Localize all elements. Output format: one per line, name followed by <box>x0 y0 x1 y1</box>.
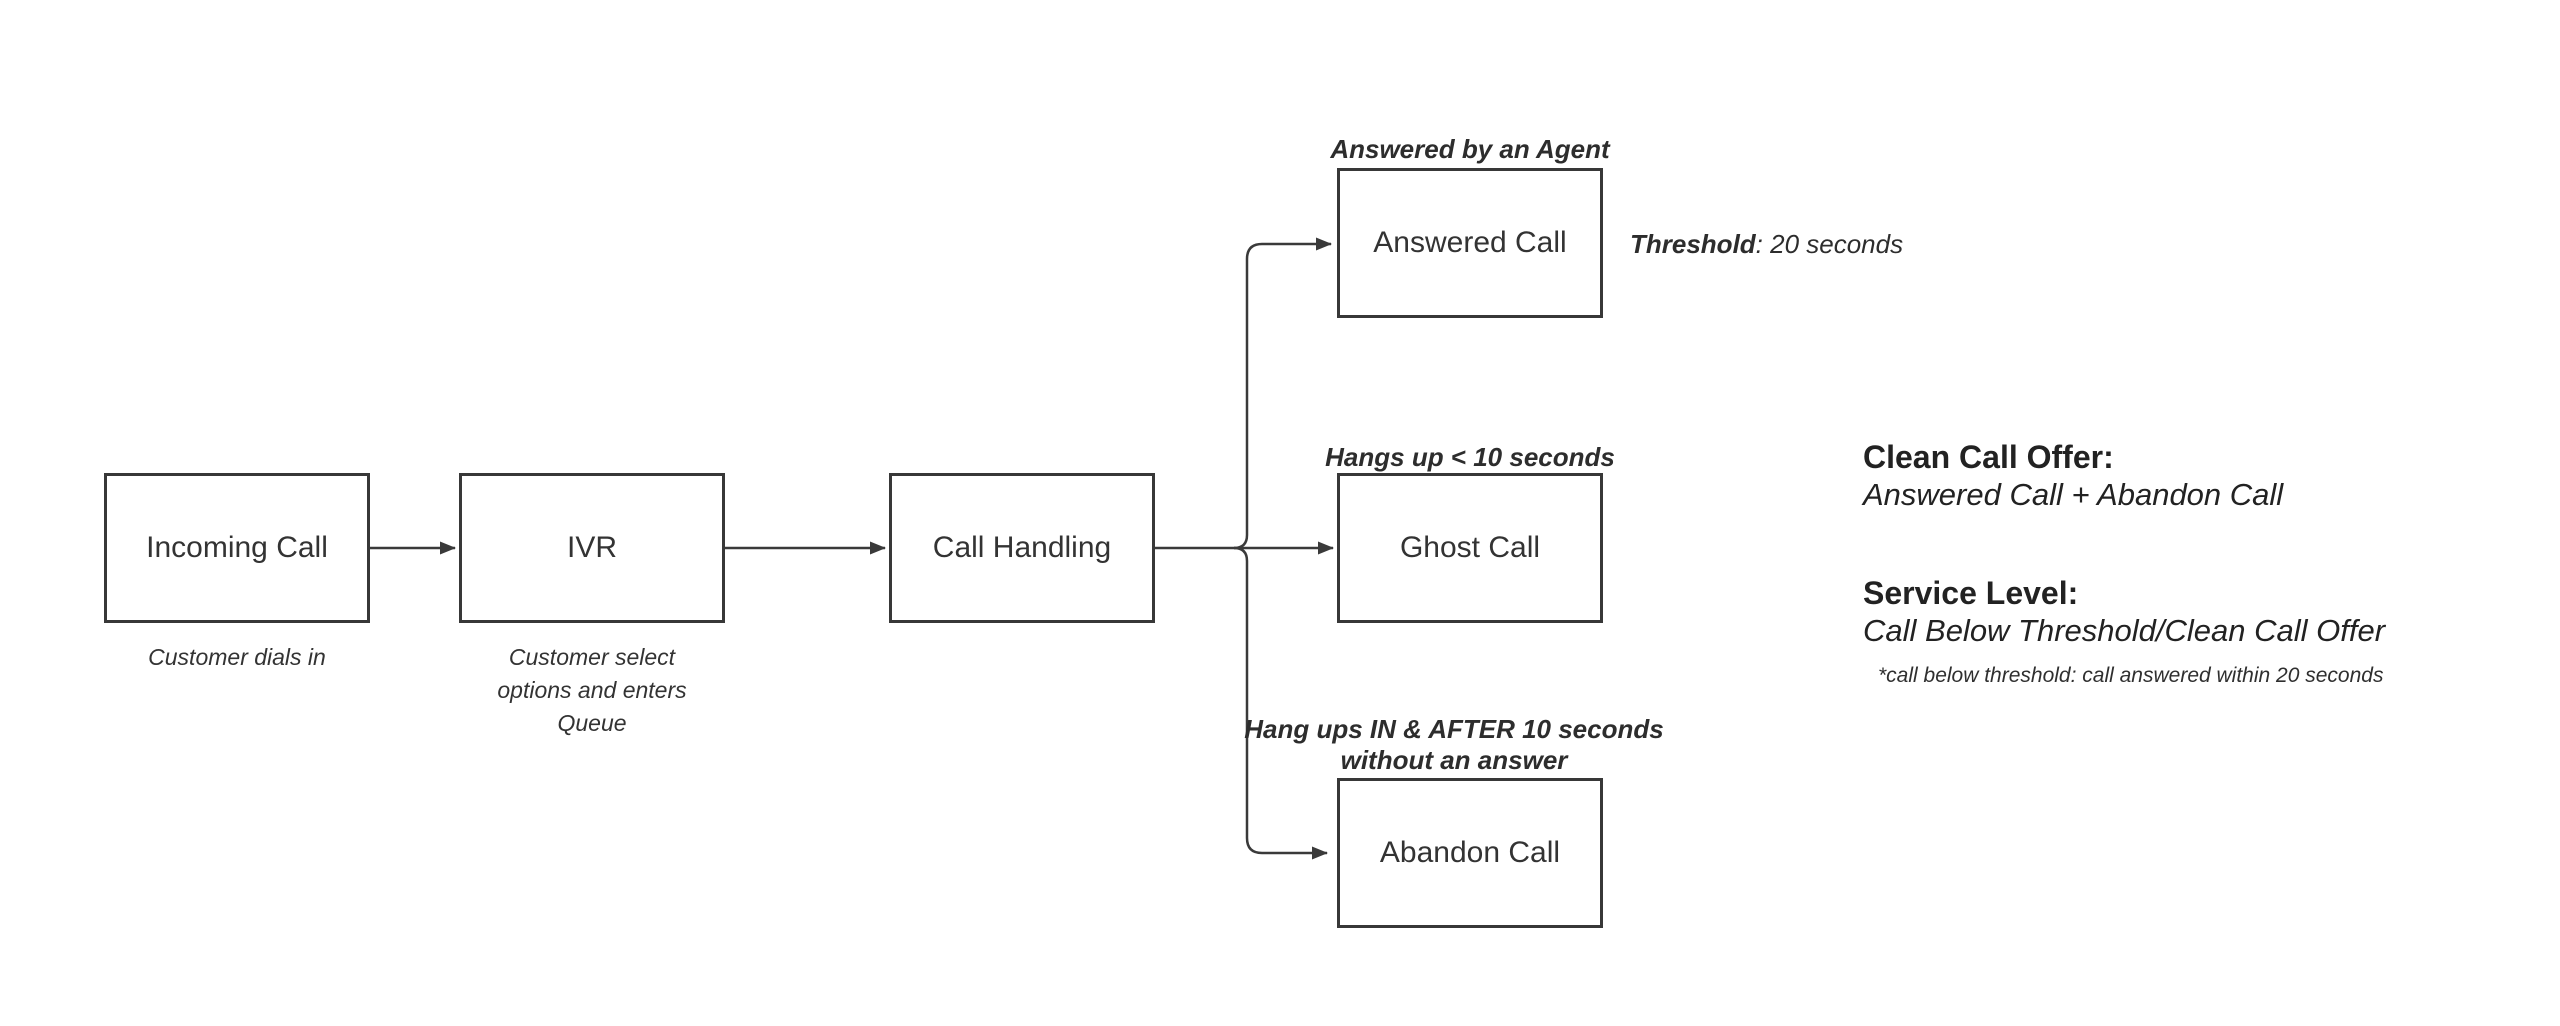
node-label-incoming-call: Incoming Call <box>146 531 328 564</box>
annotation-hangs-up-under-10s: Hangs up < 10 seconds <box>1237 442 1703 473</box>
node-label-abandon-call: Abandon Call <box>1379 836 1561 869</box>
caption-line: options and enters <box>497 677 687 703</box>
flow-node-ivr: IVR <box>459 473 725 623</box>
legend-footnote: *call below threshold: call answered wit… <box>1878 664 2384 687</box>
legend-value-clean-call-offer: Answered Call + Abandon Call <box>1863 477 2284 512</box>
node-label-call-handling: Call Handling <box>932 531 1112 564</box>
flow-node-incoming-call: Incoming Call <box>104 473 370 623</box>
node-label-answered-call: Answered Call <box>1373 226 1567 259</box>
annotation-hang-ups-after-10s: Hang ups IN & AFTER 10 seconds without a… <box>1204 714 1704 776</box>
annotation-answered-by-agent: Answered by an Agent <box>1237 134 1703 165</box>
legend-value-service-level: Call Below Threshold/Clean Call Offer <box>1863 613 2386 648</box>
annotation-line: Answered by an Agent <box>1330 134 1610 164</box>
annotation-line: Hang ups IN & AFTER 10 seconds <box>1244 714 1664 744</box>
caption-line: Customer dials in <box>148 644 326 670</box>
flow-node-call-handling: Call Handling <box>889 473 1155 623</box>
arrow-call-handling-to-answered-call <box>1233 237 1332 550</box>
caption-ivr: Customer select options and enters Queue <box>459 641 725 740</box>
arrow-call-handling-to-abandon-call <box>1233 546 1328 860</box>
annotation-line: Hangs up < 10 seconds <box>1325 442 1615 472</box>
flow-node-ghost-call: Ghost Call <box>1337 473 1603 623</box>
legend-heading-clean-call-offer: Clean Call Offer: <box>1863 439 2114 475</box>
node-label-ivr: IVR <box>566 531 617 564</box>
legend-block: Clean Call Offer: Answered Call + Abando… <box>1863 438 2385 688</box>
node-label-ghost-call: Ghost Call <box>1399 531 1541 564</box>
caption-line: Customer select <box>508 644 676 670</box>
threshold-detail: : 20 seconds <box>1755 229 1904 259</box>
annotation-line: without an answer <box>1340 745 1568 775</box>
legend-heading-service-level: Service Level: <box>1863 575 2079 611</box>
flow-node-abandon-call: Abandon Call <box>1337 778 1603 928</box>
threshold-note: Threshold: 20 seconds <box>1630 229 1903 260</box>
flow-node-answered-call: Answered Call <box>1337 168 1603 318</box>
caption-incoming-call: Customer dials in <box>104 641 370 674</box>
caption-line: Queue <box>557 710 627 736</box>
legend-spacer <box>1863 514 2385 574</box>
threshold-term: Threshold <box>1630 229 1756 259</box>
